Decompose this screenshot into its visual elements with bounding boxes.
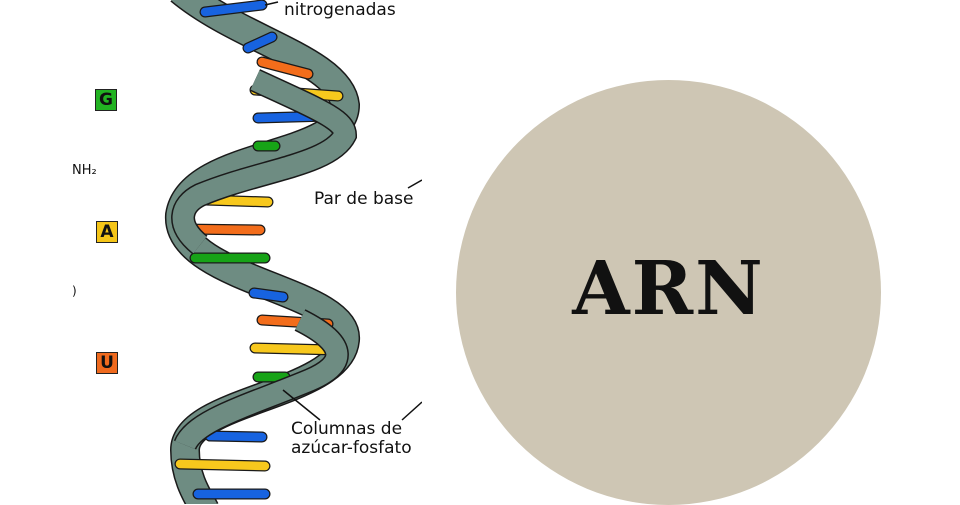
- badge-adenine: A: [96, 221, 118, 243]
- label-columnas-line2: azúcar-fosfato: [291, 438, 412, 458]
- helix-illustration: ): [72, 0, 422, 504]
- badge-guanine: G: [95, 89, 117, 111]
- rna-helix-diagram: ) nitrogenadas Par de base Columnas de a…: [0, 0, 422, 504]
- pointer-par: [407, 179, 422, 189]
- base-rung-blue: [249, 288, 288, 302]
- page-title: ARN: [572, 245, 765, 332]
- badge-uracil: U: [96, 352, 118, 374]
- base-rung-blue: [205, 431, 267, 442]
- fragment-mark: ): [72, 284, 77, 298]
- base-rung-blue: [200, 0, 267, 17]
- pointer-right: [401, 401, 422, 421]
- label-par-de-bases: Par de base: [314, 189, 414, 209]
- title-circle: ARN: [456, 80, 881, 505]
- label-bases-nitrogenadas: nitrogenadas: [284, 0, 396, 20]
- pointer-columnas: [282, 389, 321, 421]
- pointer-top: [264, 1, 279, 6]
- backbone-front-fill: [172, 70, 356, 254]
- label-nh2: NH₂: [72, 163, 97, 178]
- base-rung-yellow: [175, 459, 270, 471]
- base-rung-blue: [243, 32, 277, 53]
- base-rung-orange: [257, 57, 313, 79]
- label-columnas-line1: Columnas de: [291, 419, 403, 439]
- backbone-front-lower-fill: [175, 310, 348, 451]
